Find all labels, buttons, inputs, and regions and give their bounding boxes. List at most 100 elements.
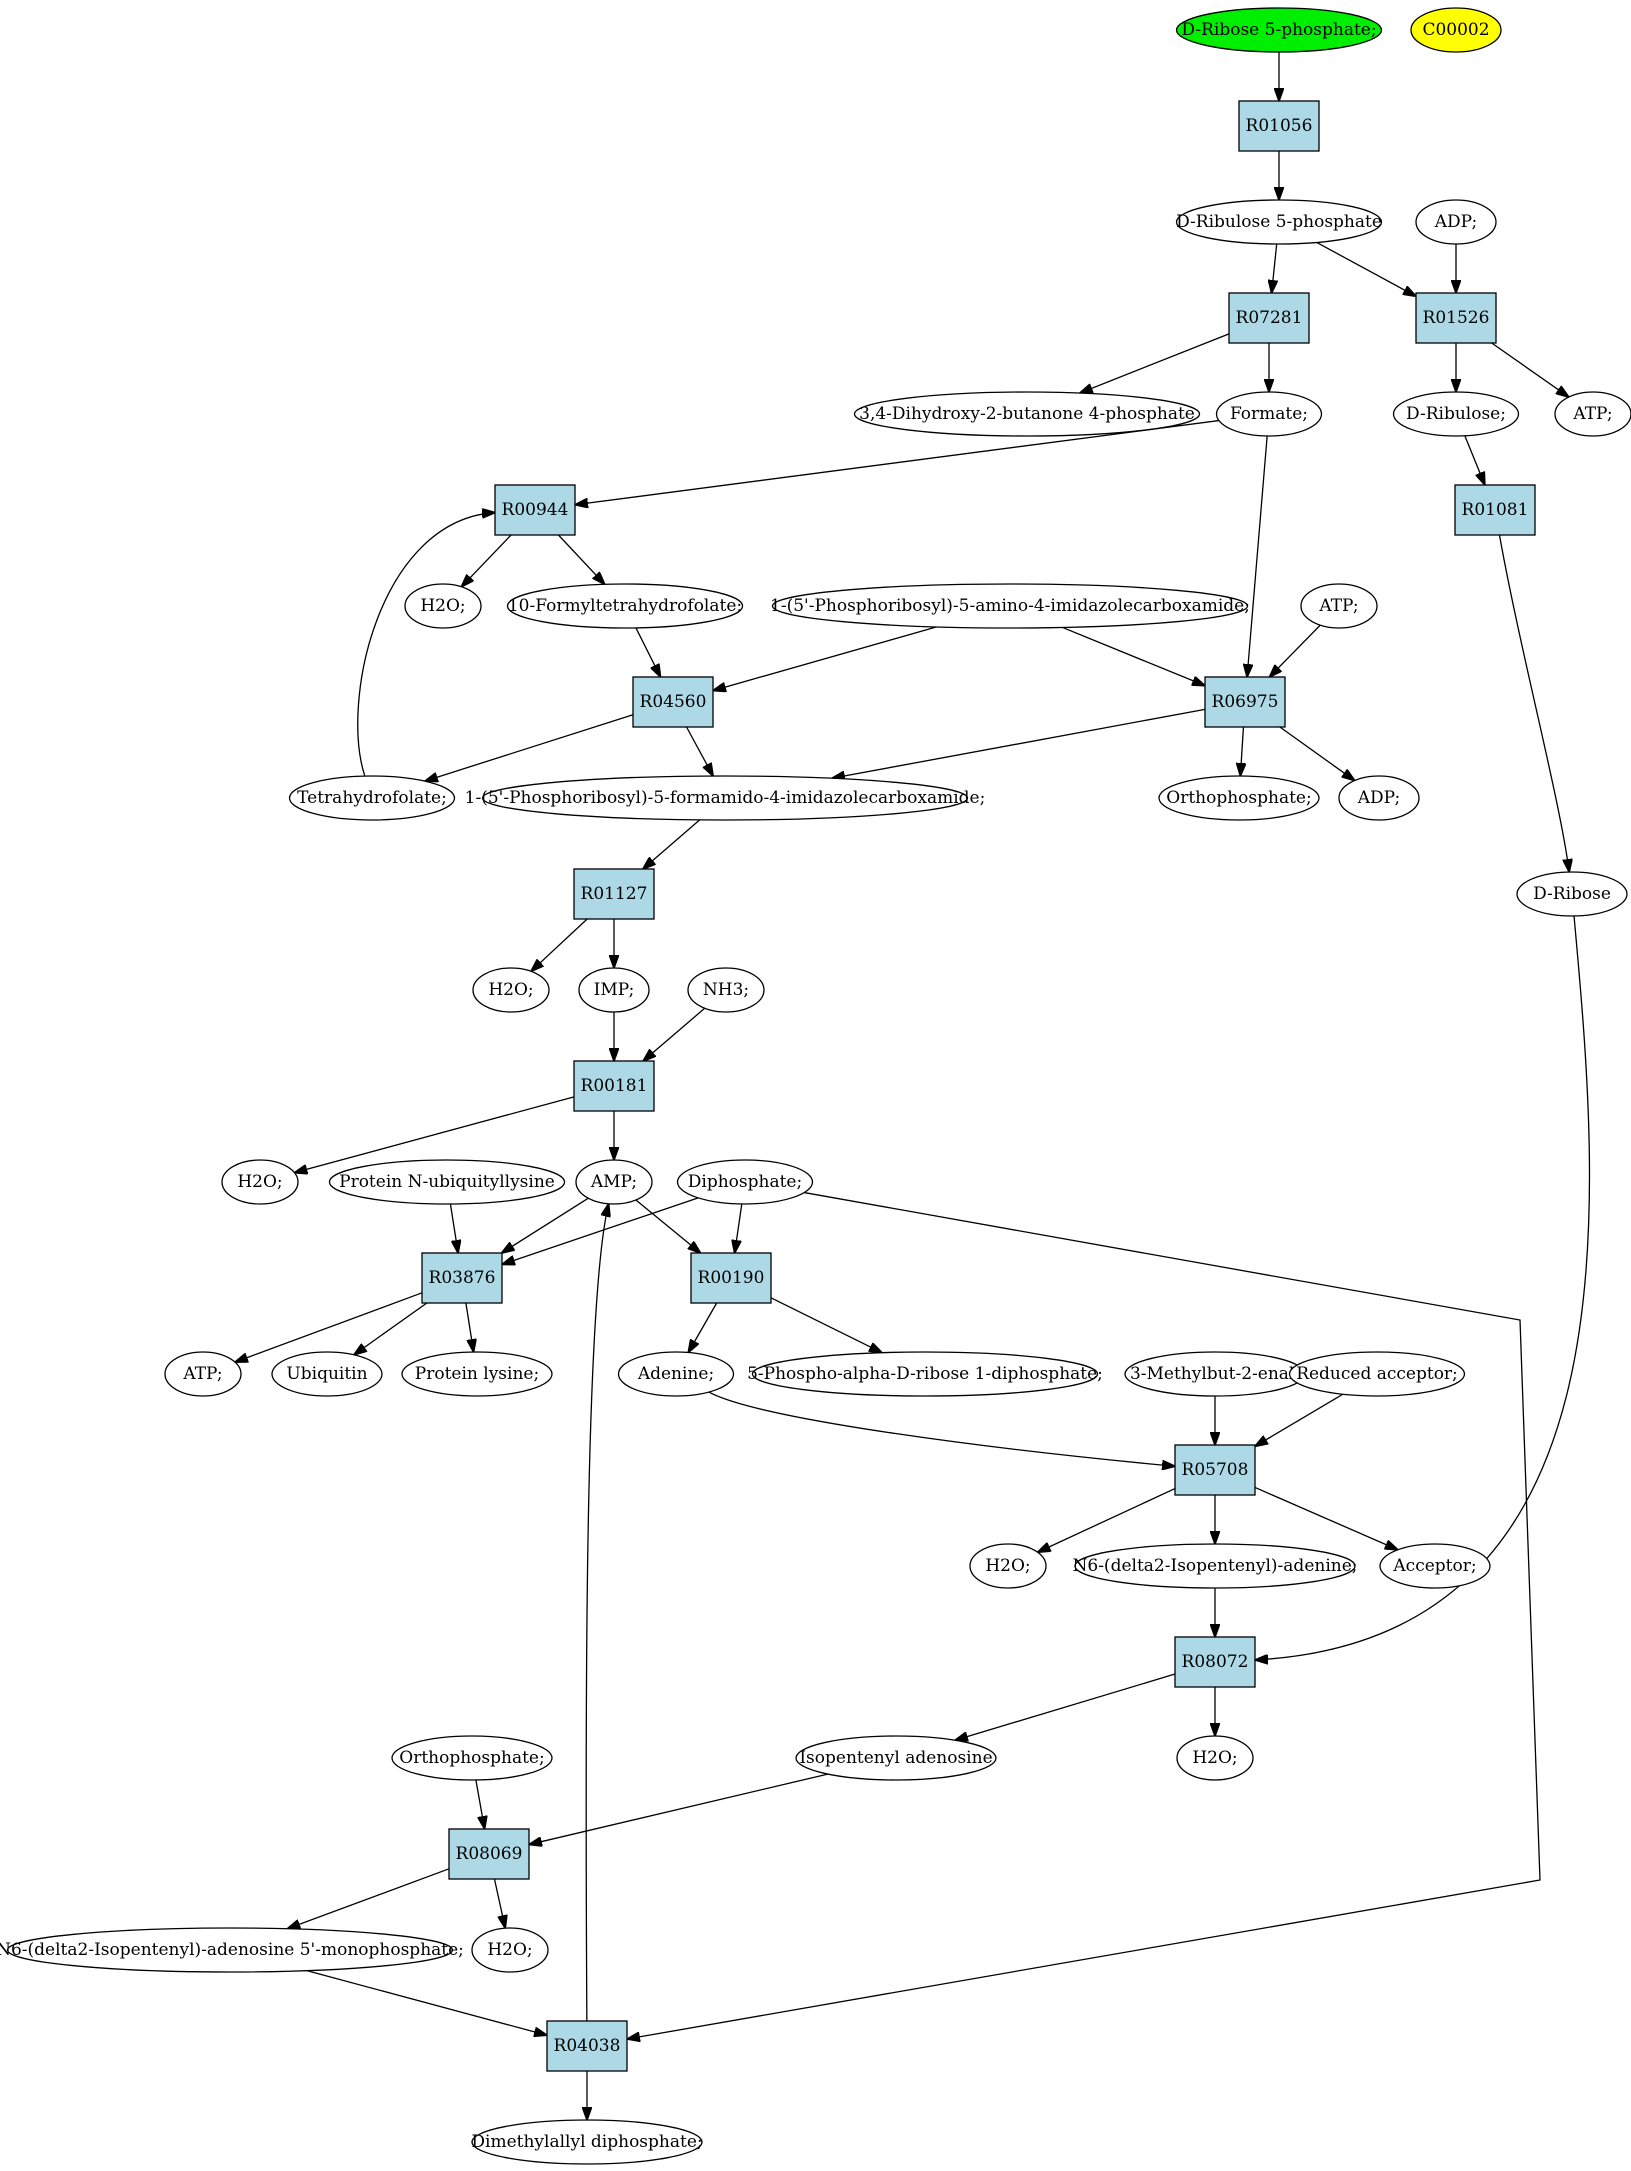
node-label: R04560: [640, 692, 707, 712]
reaction-node-r-r00190[interactable]: R00190: [690, 1252, 772, 1304]
compound-node-c-atp-3[interactable]: ATP;: [164, 1351, 242, 1397]
reaction-node-r-r01127[interactable]: R01127: [573, 868, 655, 920]
edge-c_aicar-to-r_r04560: [713, 626, 937, 691]
compound-node-c-10-formyltetrahydrofolate[interactable]: 10-Formyltetrahydrofolate;: [506, 583, 744, 629]
node-label: NH3;: [703, 980, 749, 1000]
edge-c_nh3-to-r_r00181: [643, 1007, 706, 1061]
reaction-node-r-r01081[interactable]: R01081: [1454, 484, 1536, 536]
node-label: R08072: [1182, 1652, 1249, 1672]
compound-node-c-d-ribulose-5-phosphate[interactable]: D-Ribulose 5-phosphate: [1175, 199, 1383, 245]
compound-node-c-protein-lysine[interactable]: Protein lysine;: [401, 1351, 553, 1397]
reaction-node-r-r01526[interactable]: R01526: [1415, 292, 1497, 344]
reaction-node-r-r00944[interactable]: R00944: [494, 484, 576, 536]
compound-node-c-reduced-acceptor[interactable]: Reduced acceptor;: [1288, 1351, 1466, 1397]
compound-ellipse: [1392, 391, 1520, 437]
compound-node-c-formate[interactable]: Formate;: [1215, 391, 1323, 437]
reaction-node-r-r08072[interactable]: R08072: [1174, 1636, 1256, 1688]
compound-node-c-n6-isopentenyl-adenine[interactable]: N6-(delta2-Isopentenyl)-adenine;: [1073, 1543, 1358, 1589]
compound-node-c-adenine[interactable]: Adenine;: [617, 1351, 735, 1397]
reaction-node-r-r03876[interactable]: R03876: [421, 1252, 503, 1304]
edge-r_r01127-to-c_h2o_2: [531, 918, 588, 971]
compound-node-c-diphosphate[interactable]: Diphosphate;: [676, 1159, 814, 1205]
edge-c_diphosphate-to-r_r03876: [502, 1197, 699, 1265]
node-label: R07281: [1236, 308, 1303, 328]
compound-node-c-aicar[interactable]: 1-(5'-Phosphoribosyl)-5-amino-4-imidazol…: [770, 583, 1250, 629]
compound-node-c-d-ribose[interactable]: D-Ribose: [1516, 871, 1628, 917]
compound-node-c-acceptor[interactable]: Acceptor;: [1379, 1543, 1491, 1589]
compound-node-c-orthophosphate-1[interactable]: Orthophosphate;: [1158, 775, 1320, 821]
edge-r_r08069-to-c_n6_isopentenyl_amp: [287, 1868, 450, 1929]
compound-ellipse: [391, 1735, 553, 1781]
edge-r_r04560-to-c_faicar: [685, 726, 714, 776]
compound-node-c-dihydroxy-butanone-phosphate[interactable]: 3,4-Dihydroxy-2-butanone 4-phosphate: [853, 391, 1201, 437]
compound-node-c-nh3[interactable]: NH3;: [687, 967, 765, 1013]
edge-r_r06975-to-c_orthophosphate_1: [1240, 726, 1243, 776]
compound-ellipse: [472, 967, 550, 1013]
compound-ellipse: [1379, 1543, 1491, 1589]
node-label: Orthophosphate;: [399, 1748, 544, 1768]
edge-c_atp_2-to-r_r06975: [1269, 624, 1321, 677]
reaction-node-r-r05708[interactable]: R05708: [1174, 1444, 1256, 1496]
compound-node-c-methylbutenal[interactable]: 3-Methylbut-2-enal;: [1124, 1351, 1306, 1397]
reaction-node-r-r08069[interactable]: R08069: [448, 1828, 530, 1880]
compound-node-c-ubiquitin[interactable]: Ubiquitin: [271, 1351, 383, 1397]
compound-node-c-d-ribulose[interactable]: D-Ribulose;: [1392, 391, 1520, 437]
edge-c_isopentenyl_adenosine-to-r_r08069: [529, 1773, 828, 1844]
edge-r_r08072-to-c_isopentenyl_adenosine: [955, 1673, 1176, 1740]
reaction-node-r-r00181[interactable]: R00181: [573, 1060, 655, 1112]
compound-ellipse: [6, 1927, 454, 1973]
compound-node-c-adp-2[interactable]: ADP;: [1338, 775, 1420, 821]
reaction-box: [573, 1060, 655, 1112]
edge-c_d_ribulose-to-r_r01081: [1464, 435, 1485, 485]
reaction-node-r-r04038[interactable]: R04038: [546, 2020, 628, 2072]
edge-c_formate-to-r_r06975: [1247, 435, 1268, 677]
edge-c_d_ribulose_5_phosphate-to-r_r07281: [1272, 243, 1277, 293]
compound-node-c-h2o-4[interactable]: H2O;: [969, 1543, 1047, 1589]
edge-c_diphosphate-to-r_r04038: [627, 1191, 1541, 2039]
node-label: H2O;: [420, 596, 465, 616]
edge-r_r04560-to-c_tetrahydrofolate: [425, 714, 634, 781]
compound-node-c-atp-2[interactable]: ATP;: [1300, 583, 1378, 629]
compound-node-c-h2o-5[interactable]: H2O;: [1176, 1735, 1254, 1781]
node-label: H2O;: [985, 1556, 1030, 1576]
compound-ellipse: [1176, 1735, 1254, 1781]
compound-node-c-prpp[interactable]: 5-Phospho-alpha-D-ribose 1-diphosphate;: [747, 1351, 1103, 1397]
compound-node-c-h2o-2[interactable]: H2O;: [472, 967, 550, 1013]
edge-c_formate-to-r_r00944: [575, 419, 1219, 505]
node-label: D-Ribulose 5-phosphate: [1176, 212, 1382, 232]
node-label: H2O;: [237, 1172, 282, 1192]
reaction-box: [1238, 100, 1320, 152]
compound-node-c-h2o-6[interactable]: H2O;: [471, 1927, 549, 1973]
compound-ellipse: [1516, 871, 1628, 917]
node-label: R01081: [1462, 500, 1529, 520]
compound-node-c-atp-1[interactable]: ATP;: [1554, 391, 1631, 437]
edge-r_r05708-to-c_acceptor: [1254, 1486, 1398, 1549]
compound-node-c-n6-isopentenyl-amp[interactable]: N6-(delta2-Isopentenyl)-adenosine 5'-mon…: [0, 1927, 464, 1973]
compound-ellipse: [617, 1351, 735, 1397]
reaction-node-r-r04560[interactable]: R04560: [632, 676, 714, 728]
edge-r_r04038-to-c_amp: [585, 1204, 609, 2022]
compound-ellipse: [401, 1351, 553, 1397]
compound-node-c-imp[interactable]: IMP;: [578, 967, 650, 1013]
compound-node-c-h2o-3[interactable]: H2O;: [221, 1159, 299, 1205]
reaction-box: [421, 1252, 503, 1304]
compound-node-c-d-ribose-5-phosphate[interactable]: D-Ribose 5-phosphate;: [1175, 7, 1383, 53]
reaction-node-r-r07281[interactable]: R07281: [1228, 292, 1310, 344]
compound-node-c-protein-n-ubiquityllysine[interactable]: Protein N-ubiquityllysine: [328, 1159, 566, 1205]
compound-node-c-dimethylallyl-diphosphate[interactable]: Dimethylallyl diphosphate;: [471, 2119, 703, 2165]
compound-node-c-amp[interactable]: AMP;: [575, 1159, 653, 1205]
compound-ellipse: [404, 583, 482, 629]
compound-ellipse: [969, 1543, 1047, 1589]
compound-node-c-orthophosphate-2[interactable]: Orthophosphate;: [391, 1735, 553, 1781]
compound-node-c-adp-1[interactable]: ADP;: [1415, 199, 1497, 245]
reaction-node-r-r06975[interactable]: R06975: [1204, 676, 1286, 728]
compound-node-c-c00002[interactable]: C00002: [1410, 7, 1502, 53]
reaction-node-r-r01056[interactable]: R01056: [1238, 100, 1320, 152]
compound-node-c-h2o-1[interactable]: H2O;: [404, 583, 482, 629]
edge-r_r06975-to-c_faicar: [832, 708, 1206, 778]
node-layer: D-Ribose 5-phosphate; C00002R01056D-Ribul…: [0, 7, 1631, 2165]
compound-node-c-isopentenyl-adenosine[interactable]: Isopentenyl adenosine: [795, 1735, 997, 1781]
compound-node-c-tetrahydrofolate[interactable]: Tetrahydrofolate;: [288, 775, 456, 821]
compound-node-c-faicar[interactable]: 1-(5'-Phosphoribosyl)-5-formamido-4-imid…: [465, 775, 986, 821]
node-label: 1-(5'-Phosphoribosyl)-5-amino-4-imidazol…: [770, 596, 1250, 616]
